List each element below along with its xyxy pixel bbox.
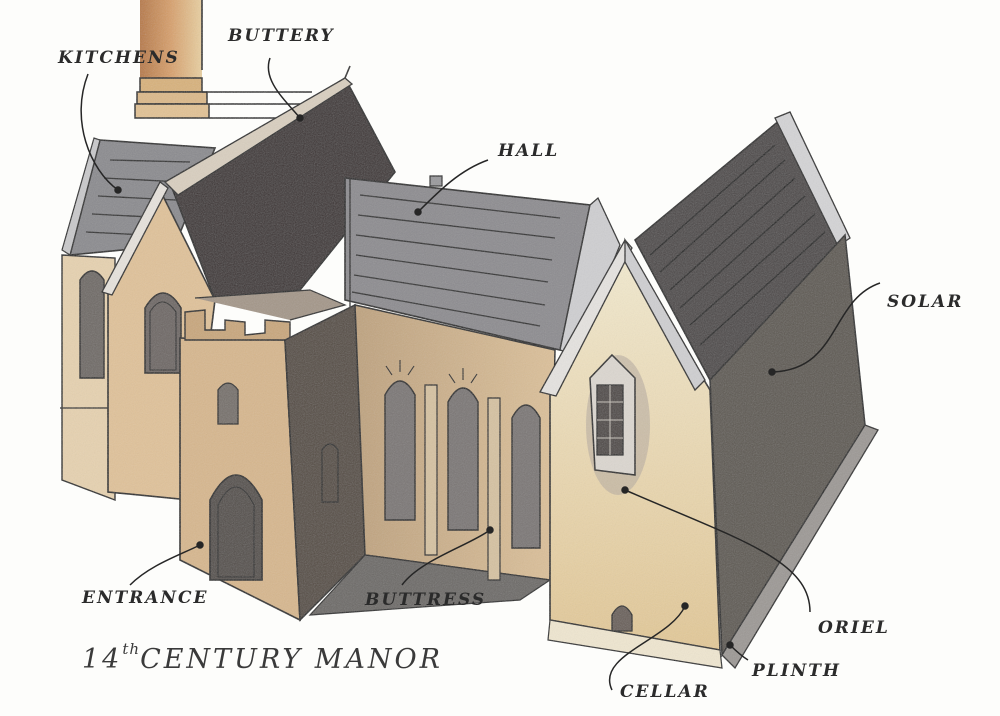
- diagram-title: 14thCENTURY MANOR: [82, 642, 443, 675]
- leader-line-hall: [417, 159, 489, 213]
- hall-wall: [308, 304, 556, 616]
- label-buttery: BUTTERY: [228, 26, 335, 46]
- leader-dot-solar: [768, 368, 776, 376]
- entrance-porch: [179, 289, 366, 622]
- label-plinth: PLINTH: [752, 661, 841, 681]
- oriel-window: [586, 353, 650, 495]
- title-text: CENTURY MANOR: [140, 644, 443, 675]
- leader-line-solar: [771, 282, 881, 373]
- label-oriel: ORIEL: [818, 618, 890, 638]
- title-number: 14: [82, 644, 123, 675]
- leader-dot-hall: [414, 208, 422, 216]
- chimney: [134, 0, 312, 119]
- label-hall: HALL: [498, 141, 560, 161]
- title-ordinal: th: [122, 640, 141, 658]
- leader-line-entrance: [129, 544, 201, 586]
- hall-windows: [384, 380, 541, 549]
- leader-lines: [80, 57, 881, 691]
- leader-line-kitchens: [80, 73, 119, 191]
- leader-dot-oriel: [621, 486, 629, 494]
- leader-dot-buttress: [486, 526, 494, 534]
- leader-dot-cellar: [681, 602, 689, 610]
- leader-dot-buttery: [296, 114, 304, 122]
- label-kitchens: KITCHENS: [58, 48, 180, 68]
- solar-wing: [539, 111, 879, 670]
- leader-dot-entrance: [196, 541, 204, 549]
- leader-dot-kitchens: [114, 186, 122, 194]
- label-buttress: BUTTRESS: [365, 590, 487, 610]
- leader-line-oriel: [624, 489, 811, 613]
- label-entrance: ENTRANCE: [82, 588, 209, 608]
- leader-line-cellar: [608, 605, 686, 691]
- leader-line-buttress: [401, 529, 491, 586]
- label-cellar: CELLAR: [620, 682, 710, 702]
- leader-dot-plinth: [726, 641, 734, 649]
- label-solar: SOLAR: [887, 292, 964, 312]
- leader-line-buttery: [267, 57, 301, 119]
- hall-roof: [344, 175, 621, 356]
